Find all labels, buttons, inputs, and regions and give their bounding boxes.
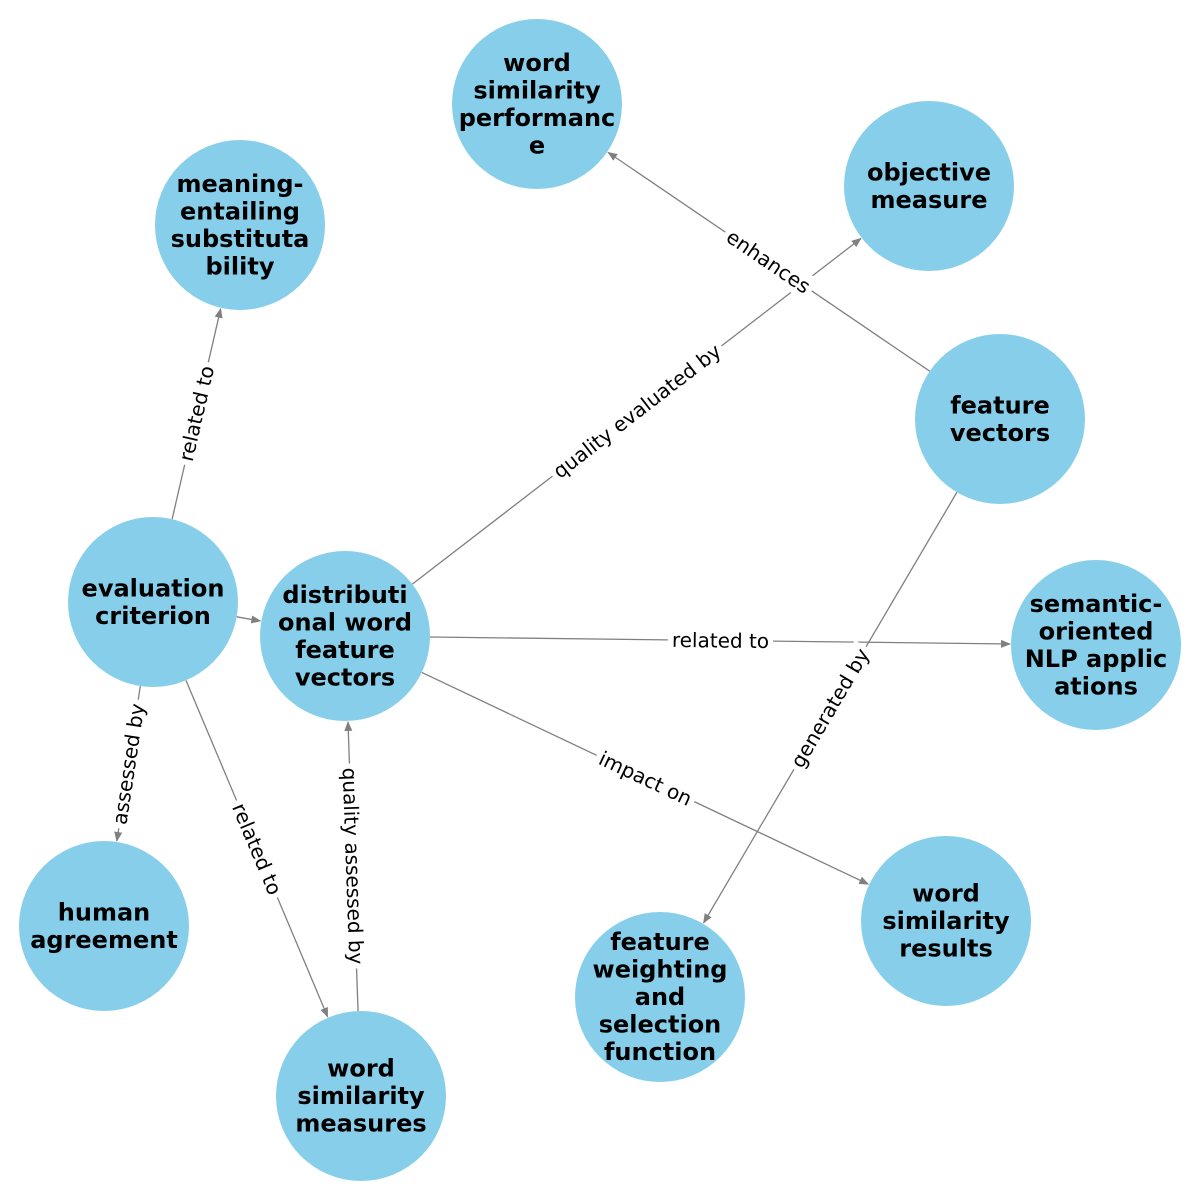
node-label-line: objective (867, 158, 991, 186)
edge-label-background (782, 640, 878, 776)
edge-label-text: generated by (786, 644, 875, 772)
node-label-line: NLP applic (1025, 645, 1168, 673)
node-circle (155, 140, 325, 310)
node-circle (1011, 560, 1181, 730)
edge-label-assessed-by: assessed by (105, 697, 152, 831)
node-label-line: and (635, 983, 685, 1011)
node-circle (575, 912, 745, 1082)
node-circle (452, 19, 622, 189)
edge-label-quality-evaluated-by: quality evaluated by (544, 335, 730, 487)
node-label-line: vectors (950, 419, 1050, 447)
node-label-line: feature (295, 636, 395, 664)
edge-label-related-to: related to (667, 626, 774, 655)
node-label-line: oriented (1039, 617, 1154, 645)
node-label-line: selection (599, 1011, 722, 1039)
node-label-line: semantic- (1030, 590, 1163, 618)
node-label-line: similarity (882, 907, 1010, 935)
edge-label-background (718, 221, 819, 302)
node-label-line: onal word (278, 608, 412, 636)
edge-label-background (172, 359, 221, 468)
edge-label-text: related to (672, 628, 769, 653)
node-label-line: performanc (459, 104, 616, 132)
edge-ec-to-dwfv (236, 615, 262, 624)
edge-label-text: quality evaluated by (548, 339, 725, 483)
edge-label-text: assessed by (108, 702, 150, 827)
node-label-line: function (604, 1038, 716, 1066)
edge-label-background (591, 743, 700, 814)
node-label-line: measure (871, 186, 988, 214)
edge-label-generated-by: generated by (782, 640, 878, 776)
edge-label-background (667, 626, 774, 655)
node-circle (844, 101, 1014, 271)
node-label-line: feature (950, 391, 1050, 419)
node-circle (861, 836, 1031, 1006)
node-label-line: similarity (297, 1082, 425, 1110)
edge-label-quality-assessed-by: quality assessed by (336, 763, 370, 969)
node-label-line: criterion (95, 602, 211, 630)
node-label-line: vectors (295, 663, 395, 691)
edge-label-text: related to (227, 800, 287, 899)
node-label-line: similarity (473, 76, 601, 104)
node-label-line: measures (295, 1110, 426, 1138)
node-label-line: substituta (171, 225, 310, 253)
node-label-line: word (327, 1055, 395, 1083)
edge-label-impact-on: impact on (591, 743, 700, 814)
node-label-line: feature (610, 928, 710, 956)
edge-label-background (544, 335, 730, 487)
node-circle (68, 517, 238, 687)
edge-label-enhances: enhances (718, 221, 819, 302)
node-circle (915, 334, 1085, 504)
node-label-line: results (899, 935, 992, 963)
node-label-line: word (503, 49, 571, 77)
edge-label-text: quality assessed by (338, 767, 369, 965)
node-label-line: entailing (180, 197, 300, 225)
edge-label-related-to: related to (172, 359, 221, 468)
node-label-line: word (912, 880, 980, 908)
node-label-line: human (58, 898, 150, 926)
node-label-line: e (529, 131, 545, 159)
edge-label-background (224, 795, 290, 903)
nodes-layer: wordsimilarityperformanceobjectivemeasur… (19, 19, 1181, 1181)
node-circle (260, 551, 430, 721)
edge-label-related-to: related to (224, 795, 290, 903)
edge-label-background (336, 763, 370, 969)
edge-label-background (105, 697, 152, 831)
node-label-line: distributi (282, 581, 407, 609)
node-label-line: meaning- (176, 170, 303, 198)
node-label-line: ations (1054, 672, 1138, 700)
node-label-line: evaluation (82, 574, 225, 602)
edge-label-text: related to (174, 363, 219, 463)
node-label-line: agreement (30, 926, 178, 954)
edge-label-text: impact on (595, 746, 696, 811)
node-label-line: bility (206, 252, 275, 280)
node-label-line: weighting (593, 956, 728, 984)
node-circle (19, 841, 189, 1011)
edge-label-text: enhances (722, 224, 815, 298)
node-circle (276, 1011, 446, 1181)
